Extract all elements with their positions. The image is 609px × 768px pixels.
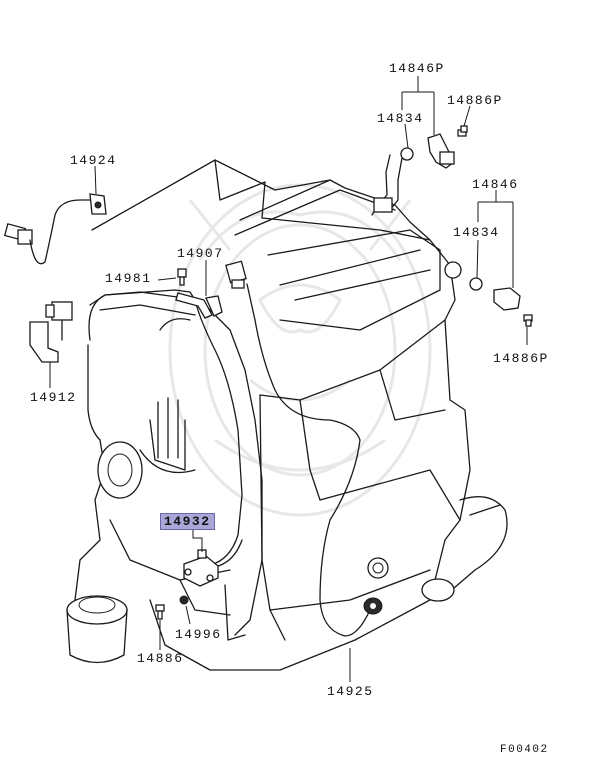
- label-14932-highlighted[interactable]: 14932: [160, 513, 215, 530]
- label-14886P-right: 14886P: [493, 351, 549, 366]
- label-14981: 14981: [105, 271, 152, 286]
- engine-block: [66, 159, 508, 671]
- cam-sensor-14846P: [371, 125, 468, 216]
- label-14834-top: 14834: [377, 111, 424, 126]
- bracket-14907: [175, 260, 247, 319]
- sensor-14912: [29, 301, 73, 363]
- label-14846: 14846: [472, 177, 519, 192]
- crank-sensor-14932: [183, 549, 219, 587]
- sensor-14925: [363, 597, 383, 615]
- label-14886: 14886: [137, 651, 184, 666]
- small-parts: [155, 595, 189, 620]
- timing-belt-cover: [74, 291, 263, 641]
- leader-lines: [49, 76, 528, 682]
- watermark-emblem: [168, 183, 432, 517]
- figure-id: F00402: [500, 744, 549, 756]
- harness-wire: [246, 283, 371, 637]
- crank-sensor-wire: [89, 289, 243, 566]
- label-14996: 14996: [175, 627, 222, 642]
- label-14924: 14924: [70, 153, 117, 168]
- label-14846P: 14846P: [389, 61, 445, 76]
- label-14925: 14925: [327, 684, 374, 699]
- label-14907: 14907: [177, 246, 224, 261]
- cam-sensor-14846: [444, 261, 533, 327]
- label-14886P-top: 14886P: [447, 93, 503, 108]
- label-14912: 14912: [30, 390, 77, 405]
- label-14834-right: 14834: [453, 225, 500, 240]
- sensor-14924: [3, 193, 107, 265]
